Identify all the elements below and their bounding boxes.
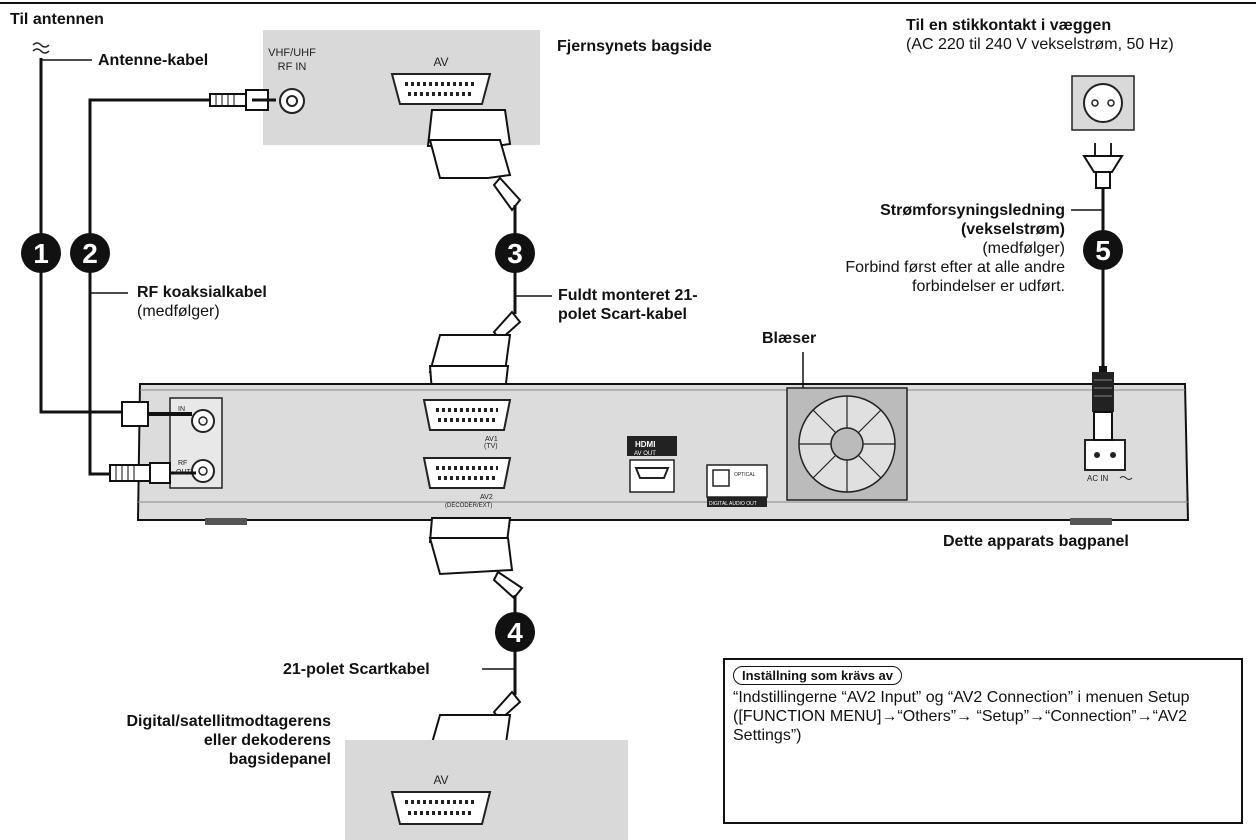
scart-full-label-2: polet Scart-kabel bbox=[558, 306, 687, 323]
badge-4: 4 bbox=[507, 617, 523, 648]
badge-3: 3 bbox=[507, 238, 523, 269]
unit-back-label: Dette apparats bagpanel bbox=[943, 533, 1129, 550]
scart-full-label-1: Fuldt monteret 21- bbox=[558, 287, 698, 304]
digital-audio-marking: DIGITAL AUDIO OUT bbox=[709, 501, 757, 507]
rf-coax-label: RF koaksialkabel bbox=[137, 284, 267, 301]
antenna-symbol bbox=[32, 42, 50, 54]
rf-coax-line bbox=[88, 98, 210, 476]
badge-5: 5 bbox=[1095, 235, 1111, 266]
tv-rf-in-jack bbox=[279, 88, 305, 114]
rf-coax-sub-label: (medfølger) bbox=[137, 303, 220, 320]
antenna-cable-label: Antenne-kabel bbox=[98, 52, 209, 69]
wall-outlet-spec: (AC 220 til 240 V vekselstrøm, 50 Hz) bbox=[906, 36, 1174, 53]
power-cord-label-4: Forbind først efter at alle andre bbox=[845, 259, 1065, 276]
tv-back-label: Fjernsynets bagside bbox=[557, 38, 712, 55]
settings-note-box: Inställning som krävs av “Indstillingern… bbox=[723, 658, 1243, 824]
rf-out-marking-2: OUT bbox=[176, 469, 192, 476]
optical-marking: OPTICAL bbox=[734, 472, 756, 478]
badge-2: 2 bbox=[82, 238, 98, 269]
settings-note-body: “Indstillingerne “AV2 Input” og “AV2 Con… bbox=[733, 689, 1190, 744]
wall-outlet-label: Til en stikkontakt i væggen bbox=[906, 17, 1112, 34]
power-cord-label-1: Strømforsyningsledning bbox=[880, 202, 1065, 219]
fan-label: Blæser bbox=[762, 330, 817, 347]
decoder-scart-socket bbox=[390, 791, 492, 825]
badge-1: 1 bbox=[33, 238, 49, 269]
wall-outlet bbox=[1071, 75, 1135, 131]
tv-scart-socket bbox=[390, 73, 492, 105]
settings-note-heading: Inställning som krävs av bbox=[733, 666, 903, 685]
tv-av-label: AV bbox=[433, 55, 448, 69]
av2-marking: AV2 bbox=[480, 494, 493, 501]
av1-marking: AV1 bbox=[485, 436, 498, 443]
tv-rf-in-label-1: VHF/UHF bbox=[268, 47, 316, 59]
decoder-label-3: bagsidepanel bbox=[228, 751, 331, 768]
power-cord-label-3: (medfølger) bbox=[982, 240, 1065, 257]
scart-21-label: 21-polet Scartkabel bbox=[283, 661, 430, 678]
power-cord-label-5: forbindelser er udført. bbox=[912, 278, 1065, 295]
antenna-title: Til antennen bbox=[10, 11, 104, 28]
antenna-cable-line bbox=[39, 58, 128, 414]
rf-out-marking-1: RF bbox=[178, 460, 187, 467]
rf-plug-top bbox=[209, 89, 276, 111]
decoder-av-label: AV bbox=[433, 773, 448, 787]
power-plug bbox=[1082, 143, 1124, 189]
av1-sub-marking: (TV) bbox=[484, 443, 498, 450]
power-cord-label-2: (vekselstrøm) bbox=[960, 221, 1065, 238]
tv-rf-in-label-2: RF IN bbox=[278, 61, 307, 73]
decoder-back-panel bbox=[345, 740, 628, 840]
rf-in-marking: IN bbox=[178, 406, 185, 413]
ac-in-marking: AC IN bbox=[1087, 474, 1109, 483]
power-connector bbox=[1092, 366, 1114, 441]
decoder-label-1: Digital/satellitmodtagerens bbox=[126, 713, 332, 730]
decoder-label-2: eller dekoderens bbox=[203, 732, 331, 749]
hdmi-sub-marking: AV OUT bbox=[634, 451, 656, 457]
hdmi-marking: HDMI bbox=[635, 440, 655, 449]
unit-rear-panel: IN RF OUT AV1 (TV) AV2 (DECODER/EXT) HDM… bbox=[109, 383, 1190, 525]
av2-sub-marking: (DECODER/EXT) bbox=[445, 503, 492, 509]
